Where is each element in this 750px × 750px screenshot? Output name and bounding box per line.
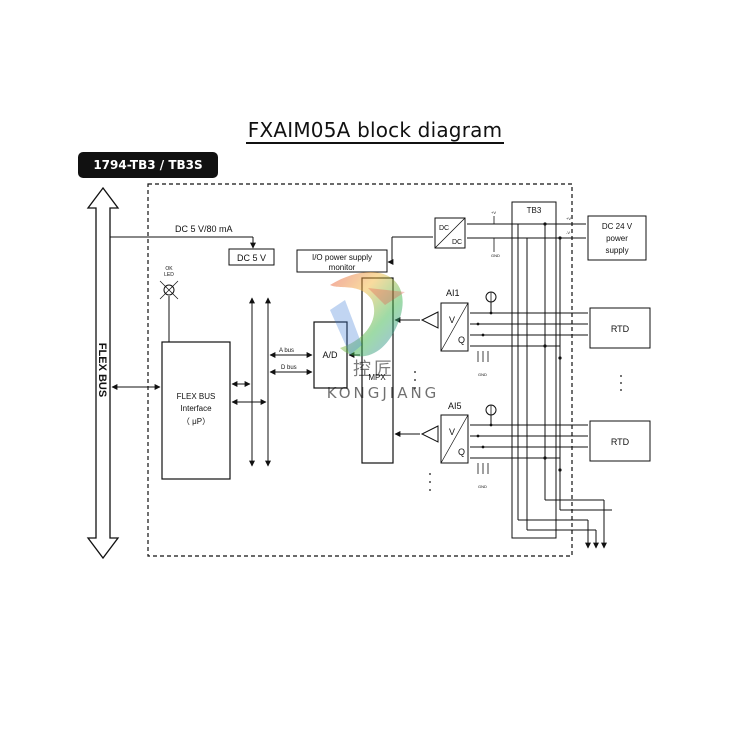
ai1-q-label: Q <box>458 335 465 345</box>
dcdc-top-label: DC <box>439 225 449 232</box>
io-power-monitor-box <box>296 249 388 273</box>
io-supply-label: I/O power supply <box>312 253 372 262</box>
dc24-line2: power <box>606 234 628 243</box>
ok-led-icon <box>159 280 179 342</box>
module-tag: 1794-TB3 / TB3S <box>78 152 218 178</box>
rtd-1-label: RTD <box>611 324 630 334</box>
internal-bus <box>231 297 313 467</box>
tb3-minus-label: -V <box>566 230 570 235</box>
ai5-channel: GND <box>394 404 588 489</box>
tb3-plus-label: +V <box>566 216 571 221</box>
flex-bus-label: FLEX BUS <box>96 343 108 397</box>
a-bus-label: A bus <box>279 348 294 354</box>
ai1-channel: GND <box>394 291 588 377</box>
dc-input-label: DC 5 V/80 mA <box>175 224 233 234</box>
dc5v-box <box>228 248 275 266</box>
rtd-2-box <box>589 420 651 462</box>
ai5-v-label: V <box>449 427 455 437</box>
tb3-label: TB3 <box>527 206 542 215</box>
plus-v-label: +V <box>491 210 496 215</box>
monitor-label: monitor <box>329 263 356 272</box>
dc24v-supply-box <box>587 215 647 261</box>
dc24-line1: DC 24 V <box>602 222 633 231</box>
watermark-en: KONGJIANG <box>327 384 440 402</box>
dc24-line3: supply <box>605 246 628 255</box>
mpx-label: MPX <box>368 373 386 382</box>
ai5-gnd-label: GND <box>478 484 487 489</box>
ai5-q-label: Q <box>458 447 465 457</box>
ad-converter-box <box>313 321 348 389</box>
rtd-1-box <box>589 307 651 349</box>
flexbus-interface-box <box>161 341 231 480</box>
ai5-label: AI5 <box>448 401 462 411</box>
diagram-title-text: FXAIM05A block diagram <box>245 118 505 144</box>
dc5v-label: DC 5 V <box>237 253 266 263</box>
watermark-cn: 控匠 <box>353 359 395 380</box>
rtd-2-label: RTD <box>611 437 630 447</box>
flexbus-interface-line1: FLEX BUS <box>177 392 216 401</box>
flex-bus-arrow <box>86 186 120 560</box>
kongjiang-watermark <box>330 272 405 357</box>
ok-label: OK <box>165 266 173 272</box>
ai1-v-label: V <box>449 315 455 325</box>
dcdc-bottom-label: DC <box>452 239 462 246</box>
ai1-label: AI1 <box>446 288 460 298</box>
led-label: LED <box>164 272 174 278</box>
flexbus-interface-line2: Interface <box>180 404 212 413</box>
module-boundary <box>147 183 573 557</box>
field-wiring <box>517 224 612 549</box>
ad-label: A/D <box>322 350 338 360</box>
ai1-gnd-label: GND <box>478 372 487 377</box>
ai5-amplifier-icon <box>420 425 439 443</box>
wiring-junctions <box>476 222 562 472</box>
diagram-title: FXAIM05A block diagram <box>0 118 750 144</box>
flexbus-interface-line3: （ μP） <box>182 417 210 426</box>
channel-ellipsis <box>414 371 622 491</box>
tb3-terminal-block <box>511 201 557 539</box>
ai1-amplifier-icon <box>420 311 439 329</box>
d-bus-label: D bus <box>281 365 297 371</box>
gnd-dcdc-label: GND <box>491 253 500 258</box>
